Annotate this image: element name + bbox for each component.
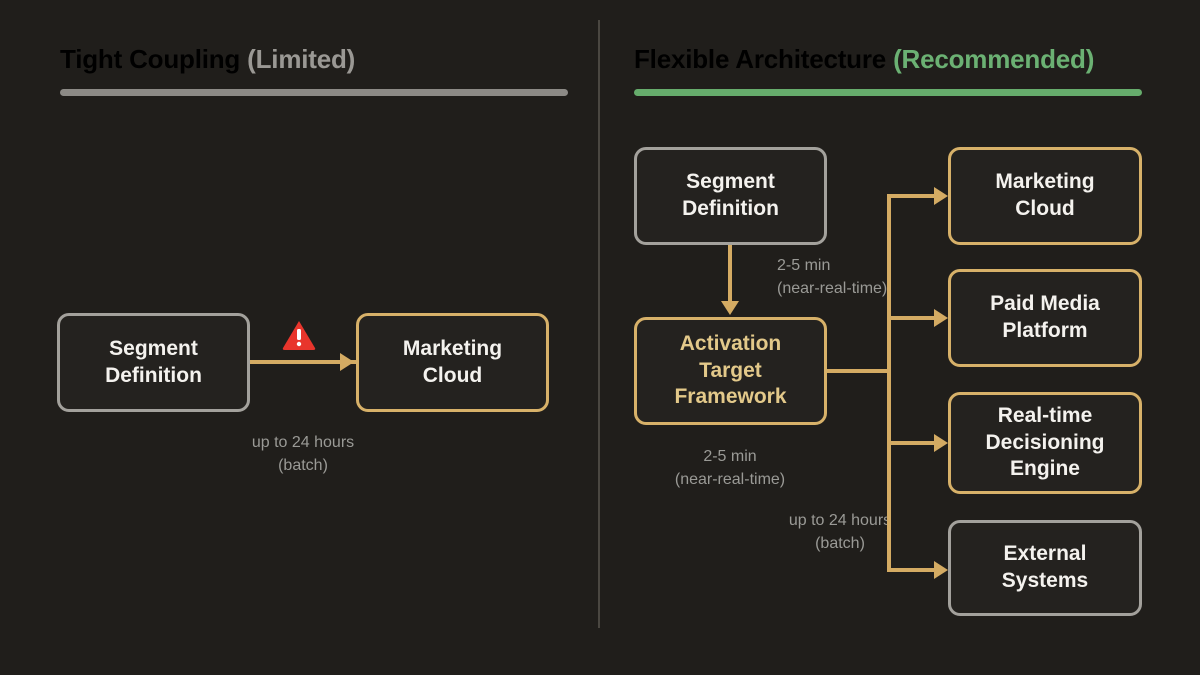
fanout-branch-4-arrowhead xyxy=(934,561,948,579)
right-edge-fanout-fast-label: 2-5 min (near-real-time) xyxy=(630,445,830,491)
left-panel-accent-bar xyxy=(60,89,568,96)
left-edge-label: up to 24 hours (batch) xyxy=(203,431,403,477)
left-node-marketing-cloud-label: Marketing Cloud xyxy=(402,336,503,387)
right-panel-title: Flexible Architecture (Recommended) xyxy=(634,44,1094,75)
right-edge-source-to-hub-line xyxy=(728,245,732,303)
left-edge-line xyxy=(250,360,356,364)
right-node-segment-definition-label: Segment Definition xyxy=(682,170,779,220)
fanout-branch-1-arrowhead xyxy=(934,187,948,205)
left-node-segment-definition-label: Segment Definition xyxy=(105,336,202,387)
fanout-branch-1-line xyxy=(887,194,943,198)
fanout-stem-line xyxy=(827,369,891,373)
fanout-branch-2-arrowhead xyxy=(934,309,948,327)
right-edge-source-to-hub-arrowhead xyxy=(721,301,739,315)
right-edge-source-to-hub-label-line2: (near-real-time) xyxy=(777,280,888,298)
fanout-branch-3-arrowhead xyxy=(934,434,948,452)
right-panel-title-main: Flexible Architecture xyxy=(634,44,887,74)
left-edge-arrowhead xyxy=(340,353,354,371)
right-node-external-systems[interactable]: External Systems xyxy=(948,520,1142,616)
right-edge-source-to-hub-label-line1: 2-5 min xyxy=(777,257,831,274)
left-node-segment-definition[interactable]: Segment Definition xyxy=(57,313,250,412)
right-edge-source-to-hub-label: 2-5 min (near-real-time) xyxy=(777,254,887,300)
panel-divider xyxy=(598,20,600,628)
left-panel-title: Tight Coupling (Limited) xyxy=(60,44,355,75)
right-node-activation-target-framework[interactable]: Activation Target Framework xyxy=(634,317,827,425)
right-node-paid-media-platform-label: Paid Media Platform xyxy=(990,292,1100,342)
right-node-realtime-decisioning-engine-label: Real-time Decisioning Engine xyxy=(985,403,1105,481)
right-node-external-systems-label: External Systems xyxy=(1001,542,1089,592)
right-panel-accent-bar xyxy=(634,89,1142,96)
fanout-branch-2-line xyxy=(887,316,943,320)
fanout-branch-3-line xyxy=(887,441,943,445)
right-node-paid-media-platform[interactable]: Paid Media Platform xyxy=(948,269,1142,367)
right-node-segment-definition[interactable]: Segment Definition xyxy=(634,147,827,245)
right-node-activation-target-framework-label: Activation Target Framework xyxy=(674,331,787,409)
warning-triangle-icon xyxy=(282,319,316,350)
right-node-marketing-cloud[interactable]: Marketing Cloud xyxy=(948,147,1142,245)
right-edge-fanout-fast-label-line1: 2-5 min xyxy=(703,448,757,465)
right-node-marketing-cloud-label: Marketing Cloud xyxy=(995,170,1095,220)
left-panel-title-sub: (Limited) xyxy=(247,44,356,74)
fanout-trunk-line xyxy=(887,194,891,572)
fanout-branch-4-line xyxy=(887,568,943,572)
left-edge-label-line2: (batch) xyxy=(278,457,328,475)
right-edge-fanout-fast-label-line2: (near-real-time) xyxy=(674,471,786,489)
left-panel-title-main: Tight Coupling xyxy=(60,44,241,74)
right-edge-fanout-batch-label-line1: up to 24 hours xyxy=(788,512,892,529)
right-panel-title-sub: (Recommended) xyxy=(893,44,1095,74)
left-edge-label-line1: up to 24 hours xyxy=(251,434,355,451)
right-edge-fanout-batch-label-line2: (batch) xyxy=(815,535,865,553)
left-node-marketing-cloud[interactable]: Marketing Cloud xyxy=(356,313,549,412)
right-node-realtime-decisioning-engine[interactable]: Real-time Decisioning Engine xyxy=(948,392,1142,494)
right-edge-fanout-batch-label: up to 24 hours (batch) xyxy=(745,509,935,555)
